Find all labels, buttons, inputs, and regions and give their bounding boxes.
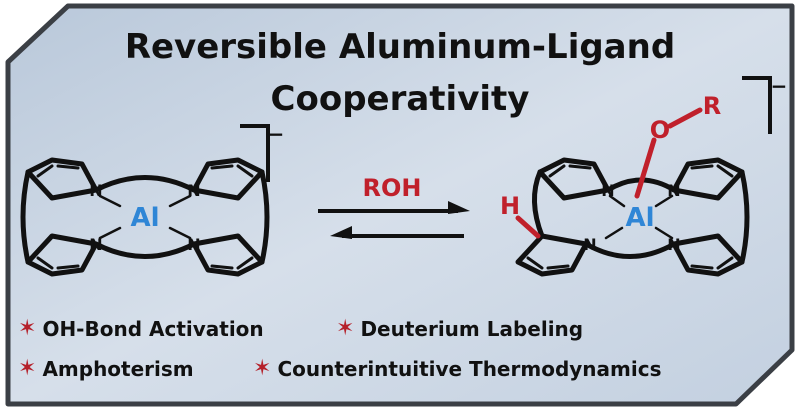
bullet-item: ✶ Deuterium Labeling <box>336 318 583 340</box>
red-star-icon: ✶ <box>18 356 37 381</box>
bullet-text: OH-Bond Activation <box>42 317 264 341</box>
bullet-item: ✶ Amphoterism <box>18 358 194 380</box>
right-charge-label: − <box>771 74 788 98</box>
bullet-text: Amphoterism <box>42 357 194 381</box>
hydrogen-label: H <box>500 192 520 220</box>
left-n-atom-2: N <box>187 181 200 200</box>
right-charge-bracket <box>742 76 772 134</box>
title-line-2: Cooperativity <box>270 79 530 119</box>
panel-background <box>5 3 795 407</box>
title-line-1: Reversible Aluminum-Ligand <box>124 27 676 67</box>
right-n-atom-1: N <box>601 181 614 200</box>
equilibrium-arrows <box>318 201 470 239</box>
bullet-item: ✶ OH-Bond Activation <box>18 318 264 340</box>
left-n-atom-4: N <box>187 235 200 254</box>
red-star-icon: ✶ <box>18 316 37 341</box>
left-n-atom-3: N <box>89 235 102 254</box>
r-group-label: R <box>703 92 721 120</box>
reagent-label: ROH <box>363 174 422 202</box>
red-star-icon: ✶ <box>336 316 355 341</box>
red-star-icon: ✶ <box>253 356 272 381</box>
right-n-atom-3: N <box>583 235 596 254</box>
right-n-atom-2: N <box>667 181 680 200</box>
right-aluminum-label: Al <box>625 203 654 233</box>
left-charge-bracket <box>240 124 270 182</box>
right-n-atom-4: N <box>667 235 680 254</box>
right-red-bonds <box>515 107 703 239</box>
bullet-text: Counterintuitive Thermodynamics <box>277 357 662 381</box>
left-porphyrin <box>20 157 270 277</box>
left-n-atom-1: N <box>89 181 102 200</box>
bullet-item: ✶ Counterintuitive Thermodynamics <box>253 358 661 380</box>
left-aluminum-label: Al <box>130 203 159 233</box>
oxygen-label: O <box>650 116 670 144</box>
bullet-text: Deuterium Labeling <box>360 317 584 341</box>
left-charge-label: − <box>268 122 285 146</box>
